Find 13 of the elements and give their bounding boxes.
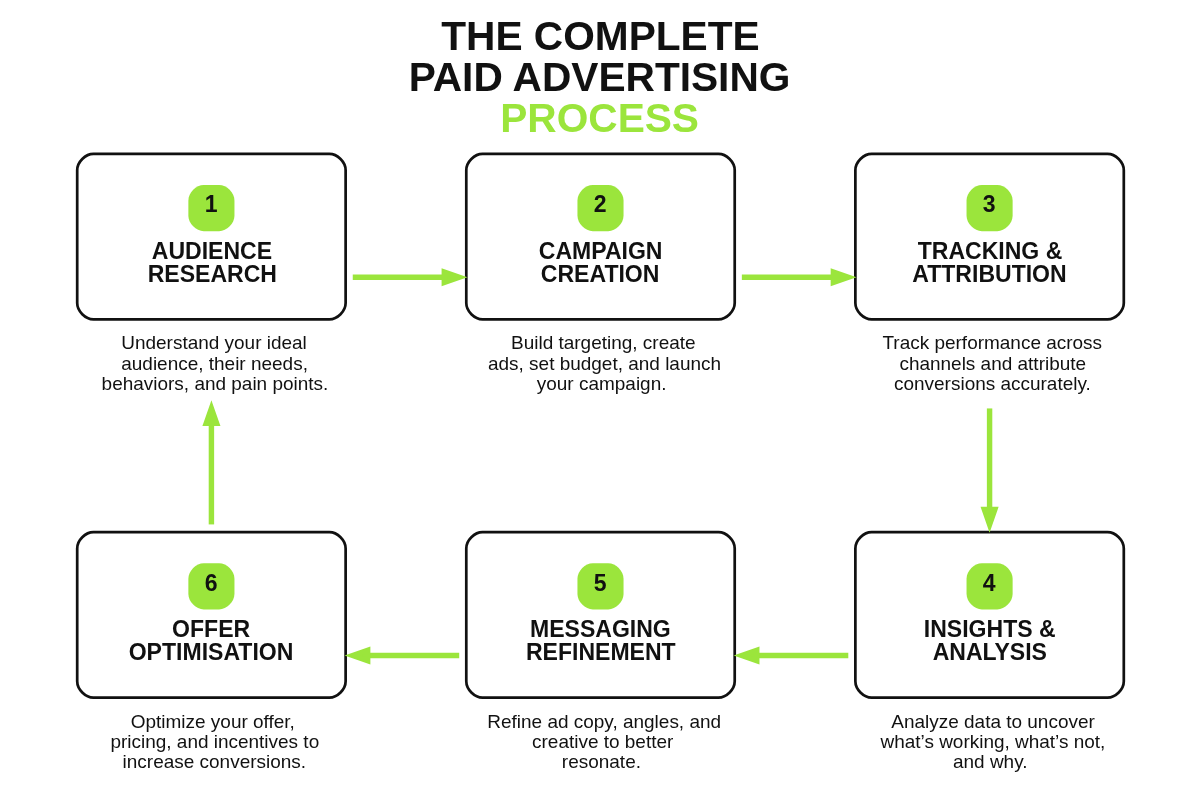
node-label: Build targeting, create ads, set budget, and launch your campaign. bbox=[487, 332, 721, 395]
arrow bbox=[352, 268, 467, 287]
arrow bbox=[344, 646, 459, 665]
arrow bbox=[980, 408, 999, 533]
node-label: Understand your ideal audience, their needs, behaviors, and pain points. bbox=[101, 332, 328, 395]
node-label: Optimize your offer, pricing, and incentives to increase conversions. bbox=[109, 710, 319, 773]
arrow bbox=[733, 646, 848, 665]
arrow bbox=[201, 400, 220, 525]
node-label: Track performance across channels and attribute conversions accurately. bbox=[881, 332, 1102, 395]
node-label: Analyze data to uncover what’s working, what’s not, and why. bbox=[879, 710, 1105, 773]
arrow bbox=[741, 268, 856, 287]
diagram-title: THE COMPLETE PAID ADVERTISING PROCESS bbox=[408, 13, 790, 141]
node-label: Refine ad copy, angles, and creative to better resonate. bbox=[486, 710, 721, 773]
